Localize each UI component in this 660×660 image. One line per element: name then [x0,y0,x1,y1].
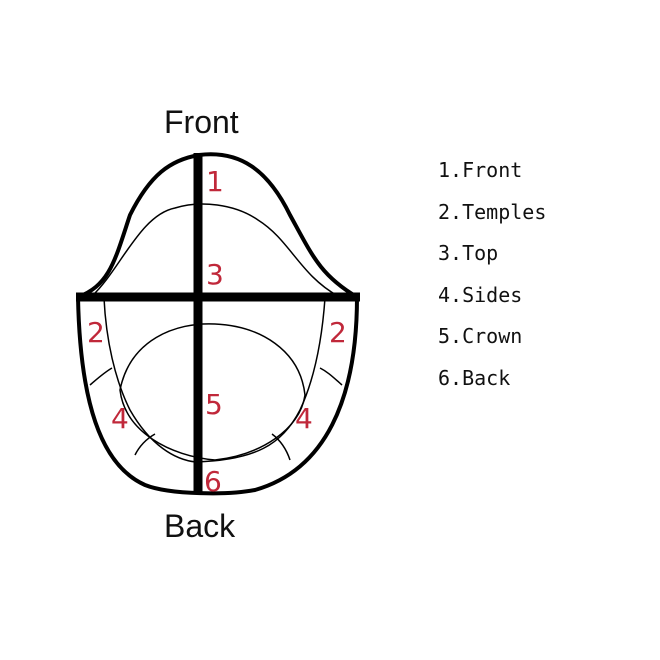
region-number-2-right: 2 [329,316,347,349]
legend-item-temples: 2.Temples [438,199,547,224]
region-legend: 1.Front 2.Temples 3.Top 4.Sides 5.Crown … [438,156,546,405]
back-label: Back [164,508,236,544]
region-number-6: 6 [204,465,222,498]
legend-item-sides: 4.Sides [438,282,523,307]
region-number-4-right: 4 [295,402,313,435]
crown-region-outline [119,323,306,461]
top-region-outline [91,203,339,297]
right-temple-divider [195,297,326,463]
legend-item-front: 1.Front [438,158,523,182]
legend-item-top: 3.Top [438,241,499,265]
left-side-divider-upper [89,367,113,386]
region-number-4-left: 4 [111,402,129,435]
legend-item-back: 6.Back [438,365,511,390]
region-number-5: 5 [205,388,223,421]
region-number-3: 3 [206,258,224,291]
right-side-divider-lower [271,433,291,461]
region-number-1: 1 [206,165,224,198]
front-label: Front [164,104,239,140]
right-side-divider-upper [319,367,343,386]
left-temple-divider [103,297,197,463]
region-number-2-left: 2 [87,316,105,349]
head-outline [76,152,359,496]
left-side-divider-lower [134,433,156,456]
legend-item-crown: 5.Crown [438,324,523,348]
